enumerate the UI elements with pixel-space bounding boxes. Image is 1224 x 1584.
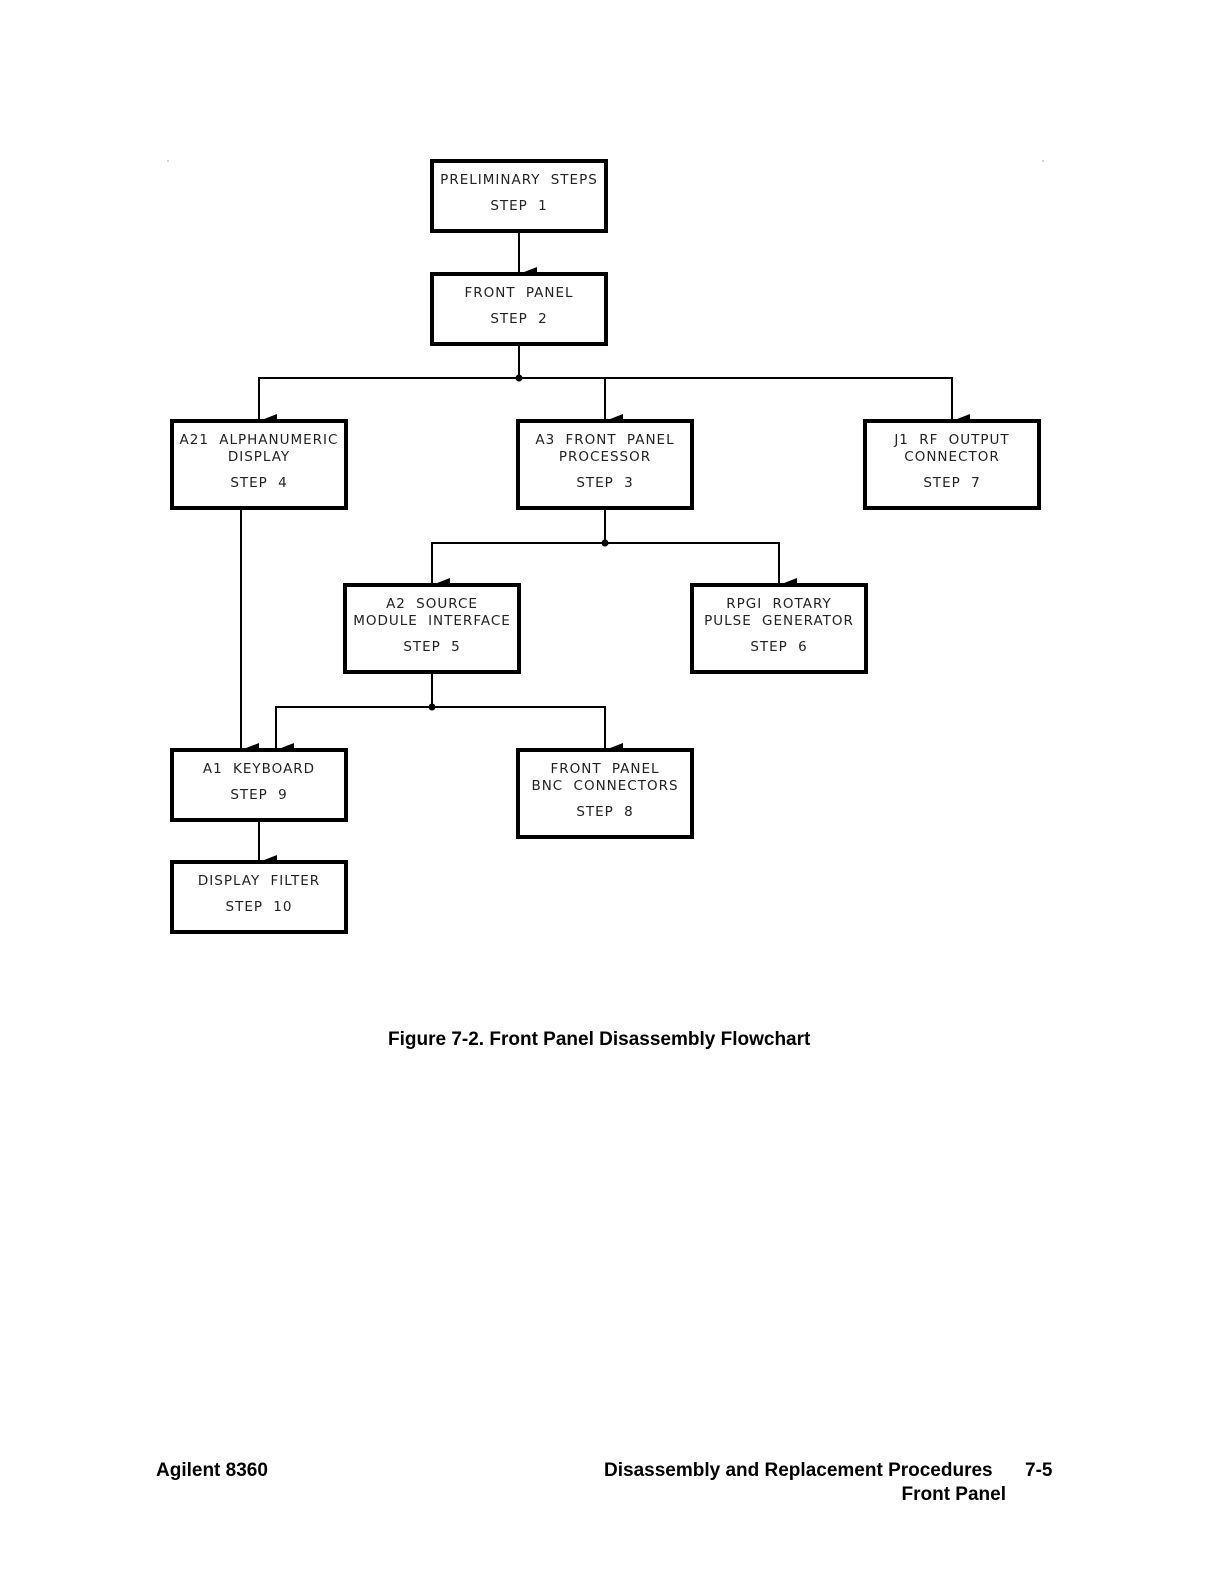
- flowchart-node-n2: FRONT PANEL STEP 2: [430, 272, 608, 346]
- node-label: CONNECTOR: [904, 449, 999, 465]
- node-label: PULSE GENERATOR: [704, 613, 854, 629]
- node-box: [516, 419, 694, 510]
- connector-n5-n8: [432, 706, 623, 757]
- node-step: STEP 10: [226, 899, 293, 915]
- node-box: [516, 748, 694, 839]
- node-step: STEP 8: [576, 804, 633, 820]
- node-box: [430, 272, 608, 346]
- node-step: STEP 5: [403, 639, 460, 655]
- connector-n3-n5: [431, 508, 606, 592]
- disassembly-flowchart: PRELIMINARY STEPS STEP 1 FRONT PANEL STEP 2…: [167, 159, 1044, 934]
- node-label: BNC CONNECTORS: [531, 778, 678, 794]
- node-label: MODULE INTERFACE: [353, 613, 511, 629]
- connector-n2-n7: [605, 377, 970, 428]
- node-label: A3 FRONT PANEL: [535, 432, 674, 448]
- node-box: [343, 583, 521, 674]
- node-step: STEP 6: [750, 639, 807, 655]
- node-label: A2 SOURCE: [386, 596, 478, 612]
- flowchart-node-n9: A1 KEYBOARD STEP 9: [170, 748, 348, 822]
- node-label: FRONT PANEL: [464, 285, 573, 301]
- node-label: RPGI ROTARY: [726, 596, 831, 612]
- footer-product: Agilent 8360: [156, 1460, 268, 1481]
- node-label: FRONT PANEL: [550, 761, 659, 777]
- connector-n5-n9: [275, 672, 433, 757]
- node-label: A1 KEYBOARD: [203, 761, 315, 777]
- node-step: STEP 7: [923, 475, 980, 491]
- node-box: [430, 159, 608, 233]
- flowchart-nodes: PRELIMINARY STEPS STEP 1 FRONT PANEL STEP 2…: [170, 159, 1041, 934]
- node-step: STEP 9: [230, 787, 287, 803]
- flowchart-node-n1: PRELIMINARY STEPS STEP 1: [430, 159, 608, 233]
- node-label: J1 RF OUTPUT: [893, 432, 1009, 448]
- connector-n2-n4: [258, 344, 520, 428]
- node-step: STEP 4: [230, 475, 287, 491]
- node-step: STEP 1: [490, 198, 547, 214]
- node-box: [170, 860, 348, 934]
- node-step: STEP 3: [576, 475, 633, 491]
- figure-caption: Figure 7-2. Front Panel Disassembly Flow…: [388, 1029, 811, 1050]
- footer-chapter-title: Disassembly and Replacement Procedures: [604, 1460, 993, 1481]
- footer-page-number: 7-5: [1025, 1460, 1053, 1481]
- node-label: PROCESSOR: [559, 449, 651, 465]
- node-label: DISPLAY FILTER: [198, 873, 320, 889]
- flowchart-connectors: [240, 231, 970, 869]
- node-box: [170, 748, 348, 822]
- flowchart-node-n10: DISPLAY FILTER STEP 10: [170, 860, 348, 934]
- node-label: PRELIMINARY STEPS: [440, 172, 598, 188]
- node-box: [690, 583, 868, 674]
- node-step: STEP 2: [490, 311, 547, 327]
- footer-section-title: Front Panel: [901, 1484, 1006, 1505]
- connector-n2-n3: [519, 377, 623, 428]
- node-box: [170, 419, 348, 510]
- registration-marks: [167, 160, 1044, 162]
- connector-n3-n6: [605, 542, 797, 592]
- node-label: DISPLAY: [228, 449, 290, 465]
- node-label: A21 ALPHANUMERIC: [180, 432, 339, 448]
- node-box: [863, 419, 1041, 510]
